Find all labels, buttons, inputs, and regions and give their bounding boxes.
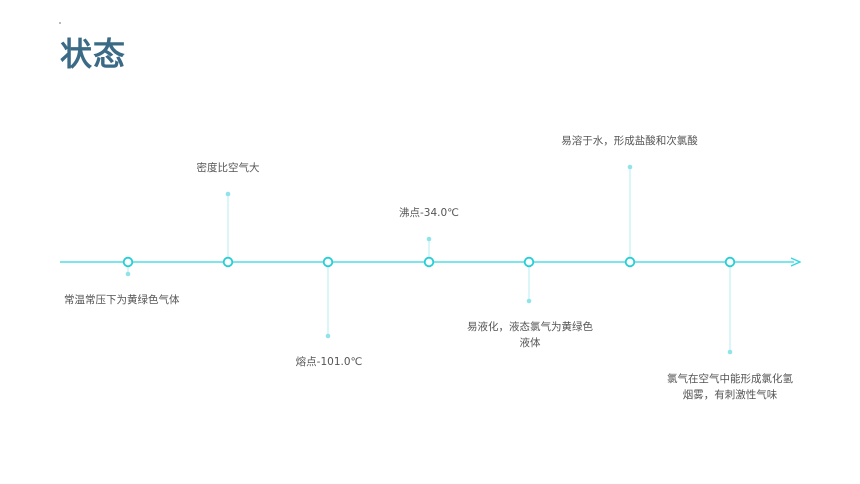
event-label-4: 沸点-34.0℃ [399, 207, 459, 219]
timeline-node-5 [523, 256, 535, 268]
event-label-6: 易溶于水，形成盐酸和次氯酸 [561, 135, 698, 147]
event-tip-dot-7 [727, 349, 733, 355]
timeline-node-7 [724, 256, 736, 268]
timeline-node-2 [222, 256, 234, 268]
event-label-1: 常温常压下为黄绿色气体 [64, 294, 180, 306]
event-tip-dot-2 [225, 191, 231, 197]
timeline-node-6 [624, 256, 636, 268]
event-tip-dot-5 [526, 298, 532, 304]
event-label-5: 易液化，液态氯气为黄绿色液体 [467, 321, 593, 349]
page-title: 状态 [60, 35, 127, 73]
event-label-2: 密度比空气大 [196, 162, 260, 174]
timeline-node-3 [322, 256, 334, 268]
timeline-node-4 [423, 256, 435, 268]
timeline-arrow-icon [790, 257, 802, 267]
event-tip-dot-6 [627, 164, 633, 170]
corner-dot [59, 22, 61, 24]
event-tip-dot-4 [426, 236, 432, 242]
event-tip-dot-3 [325, 333, 331, 339]
event-tip-dot-1 [125, 271, 131, 277]
event-label-3: 熔点-101.0℃ [295, 356, 363, 368]
event-label-7: 氯气在空气中能形成氯化氢烟雾，有刺激性气味 [667, 373, 793, 401]
timeline-node-1 [122, 256, 134, 268]
